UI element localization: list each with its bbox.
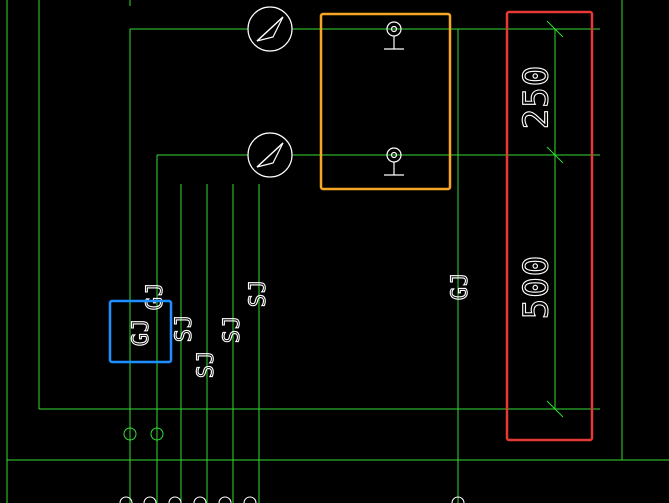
fitting-circle — [143, 496, 157, 503]
fitting-circle — [119, 496, 133, 503]
dimension-label-500: 500 — [517, 255, 557, 319]
label-sj-2: SJ — [194, 350, 219, 379]
highlight-box-dimensions — [505, 10, 594, 442]
dimension-tick-top — [546, 20, 564, 38]
label-sj-4: SJ — [246, 279, 271, 308]
dimension-tick-middle — [546, 146, 564, 164]
fitting-circle — [243, 496, 257, 503]
fitting-circle — [218, 496, 232, 503]
label-gj-right: GJ — [448, 272, 473, 301]
label-gj-upper: GJ — [143, 282, 168, 311]
pipe-lines — [6, 0, 669, 503]
pipe-labels: GJ GJ SJ SJ SJ SJ GJ 250 500 — [128, 64, 557, 379]
bottom-fittings — [119, 496, 465, 503]
highlight-box-gj-label — [108, 299, 173, 364]
pressure-gauge-icon — [247, 6, 293, 52]
valve-icon — [384, 147, 404, 176]
fitting-circle — [168, 496, 182, 503]
dimension-label-250: 250 — [517, 65, 557, 129]
valve-icon — [384, 21, 404, 50]
highlight-box-valves — [319, 12, 452, 191]
pressure-gauge-icon — [247, 132, 293, 178]
fitting-arc — [451, 496, 465, 503]
dimension-tick-bottom — [546, 400, 564, 418]
pipe-node-circle — [150, 427, 164, 441]
label-gj-boxed: GJ — [129, 318, 154, 347]
fitting-circle — [193, 496, 207, 503]
label-sj-3: SJ — [220, 315, 245, 344]
pipe-node-circle — [123, 427, 137, 441]
label-sj-1: SJ — [172, 314, 197, 343]
